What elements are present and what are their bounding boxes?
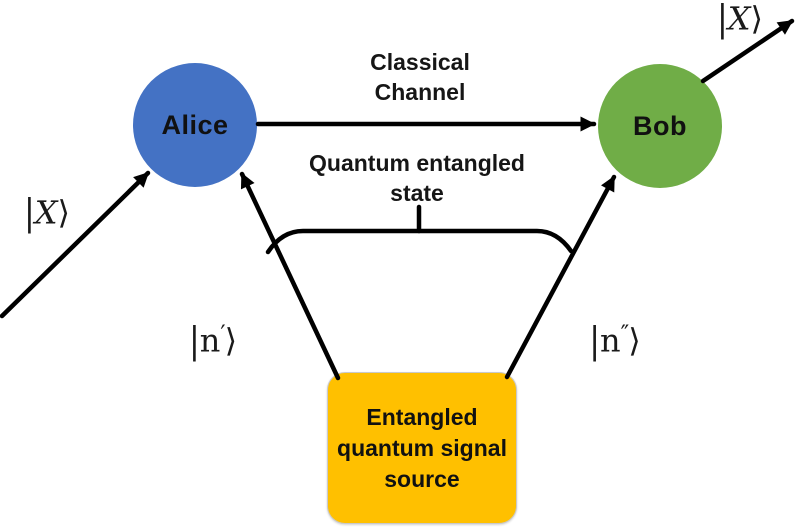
ket-letter: X <box>34 193 58 232</box>
node-bob: Bob <box>598 64 722 188</box>
ket-letter: X <box>727 0 751 38</box>
ket-close-angle: ⟩ <box>224 321 238 360</box>
ket-letter: n <box>600 321 621 360</box>
ket-prime: ′ <box>220 321 225 348</box>
ket-close-angle: ⟩ <box>628 321 641 360</box>
ket-open-bar: | <box>188 318 200 363</box>
classical-channel-label: Classical Channel <box>370 49 470 105</box>
ket-open-bar: | <box>23 190 35 235</box>
ket-x-input-label: |X⟩ <box>23 190 70 235</box>
alice-label: Alice <box>161 109 229 140</box>
quantum-entangled-state-label: Quantum entangled state <box>309 150 525 206</box>
entangled-state-brace <box>265 228 574 255</box>
ket-n-double-prime-label: |n″⟩ <box>589 318 640 363</box>
node-alice: Alice <box>133 63 257 187</box>
ket-open-bar: | <box>716 0 728 41</box>
ket-letter: n <box>199 321 221 360</box>
bob-label: Bob <box>633 110 687 141</box>
ket-open-bar: | <box>589 318 601 363</box>
ket-n-prime-label: |n′⟩ <box>188 318 237 363</box>
entangled-source-label: Entangled quantum signal source <box>337 403 507 492</box>
node-entangled-source: Entangled quantum signal source <box>327 372 517 524</box>
ket-x-output-label: |X⟩ <box>716 0 763 41</box>
ket-close-angle: ⟩ <box>750 0 764 38</box>
ket-prime: ″ <box>620 321 630 348</box>
ket-close-angle: ⟩ <box>57 193 71 232</box>
